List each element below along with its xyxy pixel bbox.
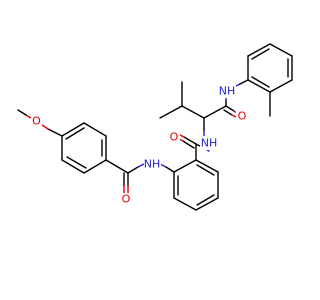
anilide-nitrogen-label: NH xyxy=(217,84,236,98)
methoxy-oxygen: O xyxy=(32,115,41,128)
aryl-amide-oxygen: O xyxy=(170,131,179,144)
methoxy-oxygen-label: O xyxy=(31,115,42,128)
benzamide-nitrogen-label: NH xyxy=(144,157,161,171)
central-benzene-ring xyxy=(173,159,219,211)
tolyl-ring xyxy=(235,43,293,117)
methoxy-group xyxy=(17,109,63,137)
anilide-oxygen-label: O xyxy=(236,110,248,123)
methoxyphenyl-ring xyxy=(61,122,129,174)
aryl-amide-nitrogen-label: NH xyxy=(200,136,218,150)
aryl-amide-nitrogen: NH xyxy=(201,137,218,150)
benzamide-nitrogen: NH xyxy=(144,158,161,171)
anilide-oxygen: O xyxy=(238,110,247,123)
molecule-structure: O O NH O NH O NH xyxy=(17,43,293,211)
benzamide-oxygen: O xyxy=(122,193,131,206)
valine-backbone xyxy=(159,81,239,137)
aryl-amide-oxygen-label: O xyxy=(168,131,180,144)
benzamide-oxygen-label: O xyxy=(120,193,132,206)
anilide-nitrogen: NH xyxy=(219,85,236,98)
benzamide-linkage xyxy=(123,163,175,194)
